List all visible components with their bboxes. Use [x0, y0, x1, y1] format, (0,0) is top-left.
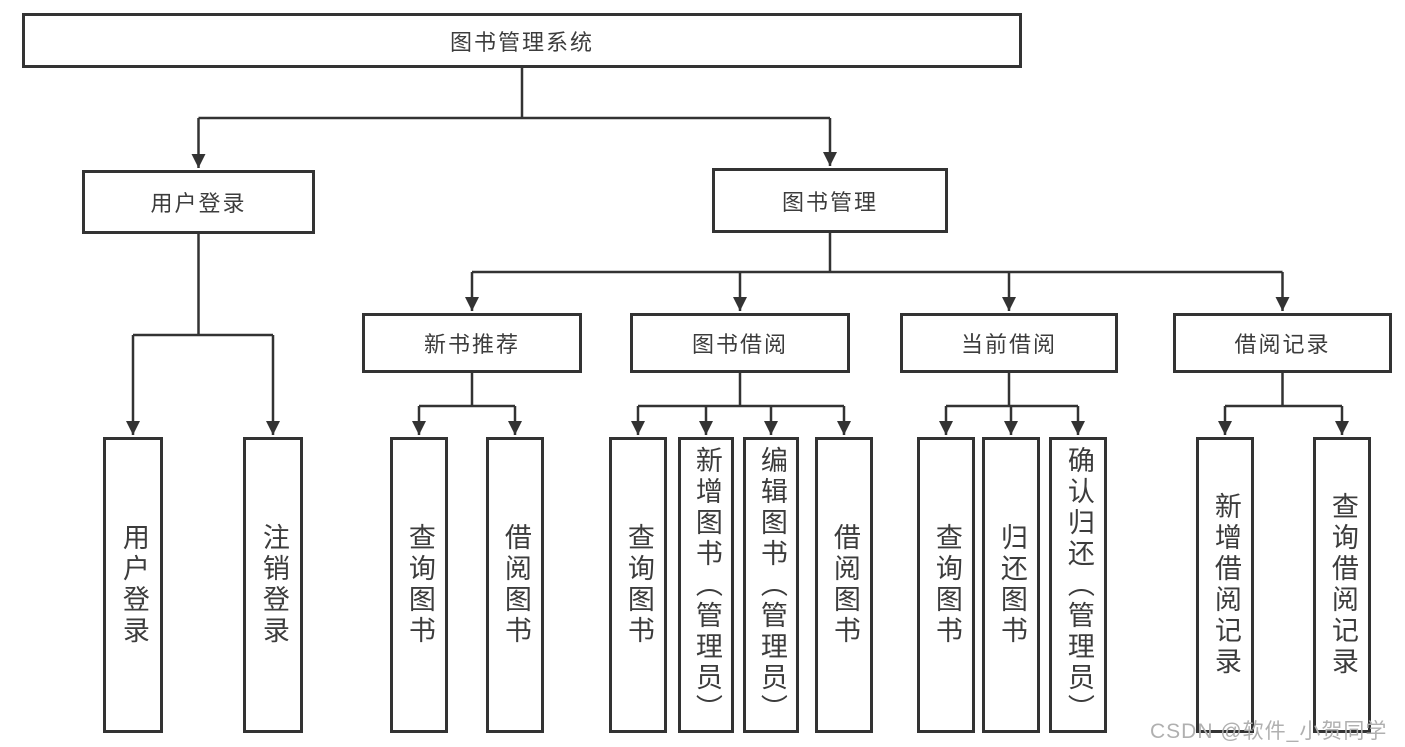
node-label: 查询图书 [623, 523, 654, 647]
csdn-watermark: CSDN @软件_小贺同学 [1150, 720, 1388, 743]
node-new-book-recommendation: 新书推荐 [362, 313, 582, 373]
leaf-borrowing-borrow-books: 借阅图书 [815, 437, 873, 733]
node-borrowing-records: 借阅记录 [1173, 313, 1392, 373]
node-label: 新书推荐 [423, 332, 520, 357]
node-label: 用户登录 [150, 191, 247, 216]
leaf-user-login: 用户登录 [103, 437, 163, 733]
leaf-new-book-borrow-books: 借阅图书 [486, 437, 544, 733]
node-label: 借阅记录 [1234, 332, 1331, 357]
node-book-borrowing: 图书借阅 [630, 313, 850, 373]
leaf-records-query-record: 查询借阅记录 [1313, 437, 1371, 733]
node-label: 查询图书 [404, 523, 435, 647]
leaf-current-confirm-return-admin: 确认归还（管理员） [1049, 437, 1107, 733]
node-library-management-system: 图书管理系统 [22, 13, 1022, 68]
node-label: 图书管理 [781, 189, 878, 215]
node-label: 借阅图书 [829, 523, 860, 647]
leaf-records-add-record: 新增借阅记录 [1196, 437, 1254, 733]
leaf-borrowing-query-books: 查询图书 [609, 437, 667, 733]
node-label: 新增图书（管理员） [691, 445, 722, 725]
node-label: 归还图书 [996, 523, 1027, 647]
node-label: 图书管理系统 [449, 29, 594, 55]
leaf-new-book-query-books: 查询图书 [390, 437, 448, 733]
node-label: 编辑图书（管理员） [756, 445, 787, 725]
node-label: 用户登录 [118, 523, 149, 647]
node-label: 确认归还（管理员） [1063, 445, 1094, 725]
node-label: 当前借阅 [960, 332, 1057, 357]
leaf-current-query-books: 查询图书 [917, 437, 975, 733]
node-label: 新增借阅记录 [1210, 492, 1241, 678]
leaf-current-return-books: 归还图书 [982, 437, 1040, 733]
node-label: 查询借阅记录 [1327, 492, 1358, 678]
node-label: 借阅图书 [500, 523, 531, 647]
leaf-borrowing-edit-books-admin: 编辑图书（管理员） [743, 437, 799, 733]
node-current-borrowing: 当前借阅 [900, 313, 1118, 373]
node-label: 图书借阅 [691, 332, 788, 357]
leaf-borrowing-add-books-admin: 新增图书（管理员） [678, 437, 734, 733]
leaf-logout: 注销登录 [243, 437, 303, 733]
node-label: 查询图书 [931, 523, 962, 647]
node-book-management: 图书管理 [712, 168, 948, 233]
node-label: 注销登录 [258, 523, 289, 647]
node-user-login: 用户登录 [82, 170, 315, 234]
